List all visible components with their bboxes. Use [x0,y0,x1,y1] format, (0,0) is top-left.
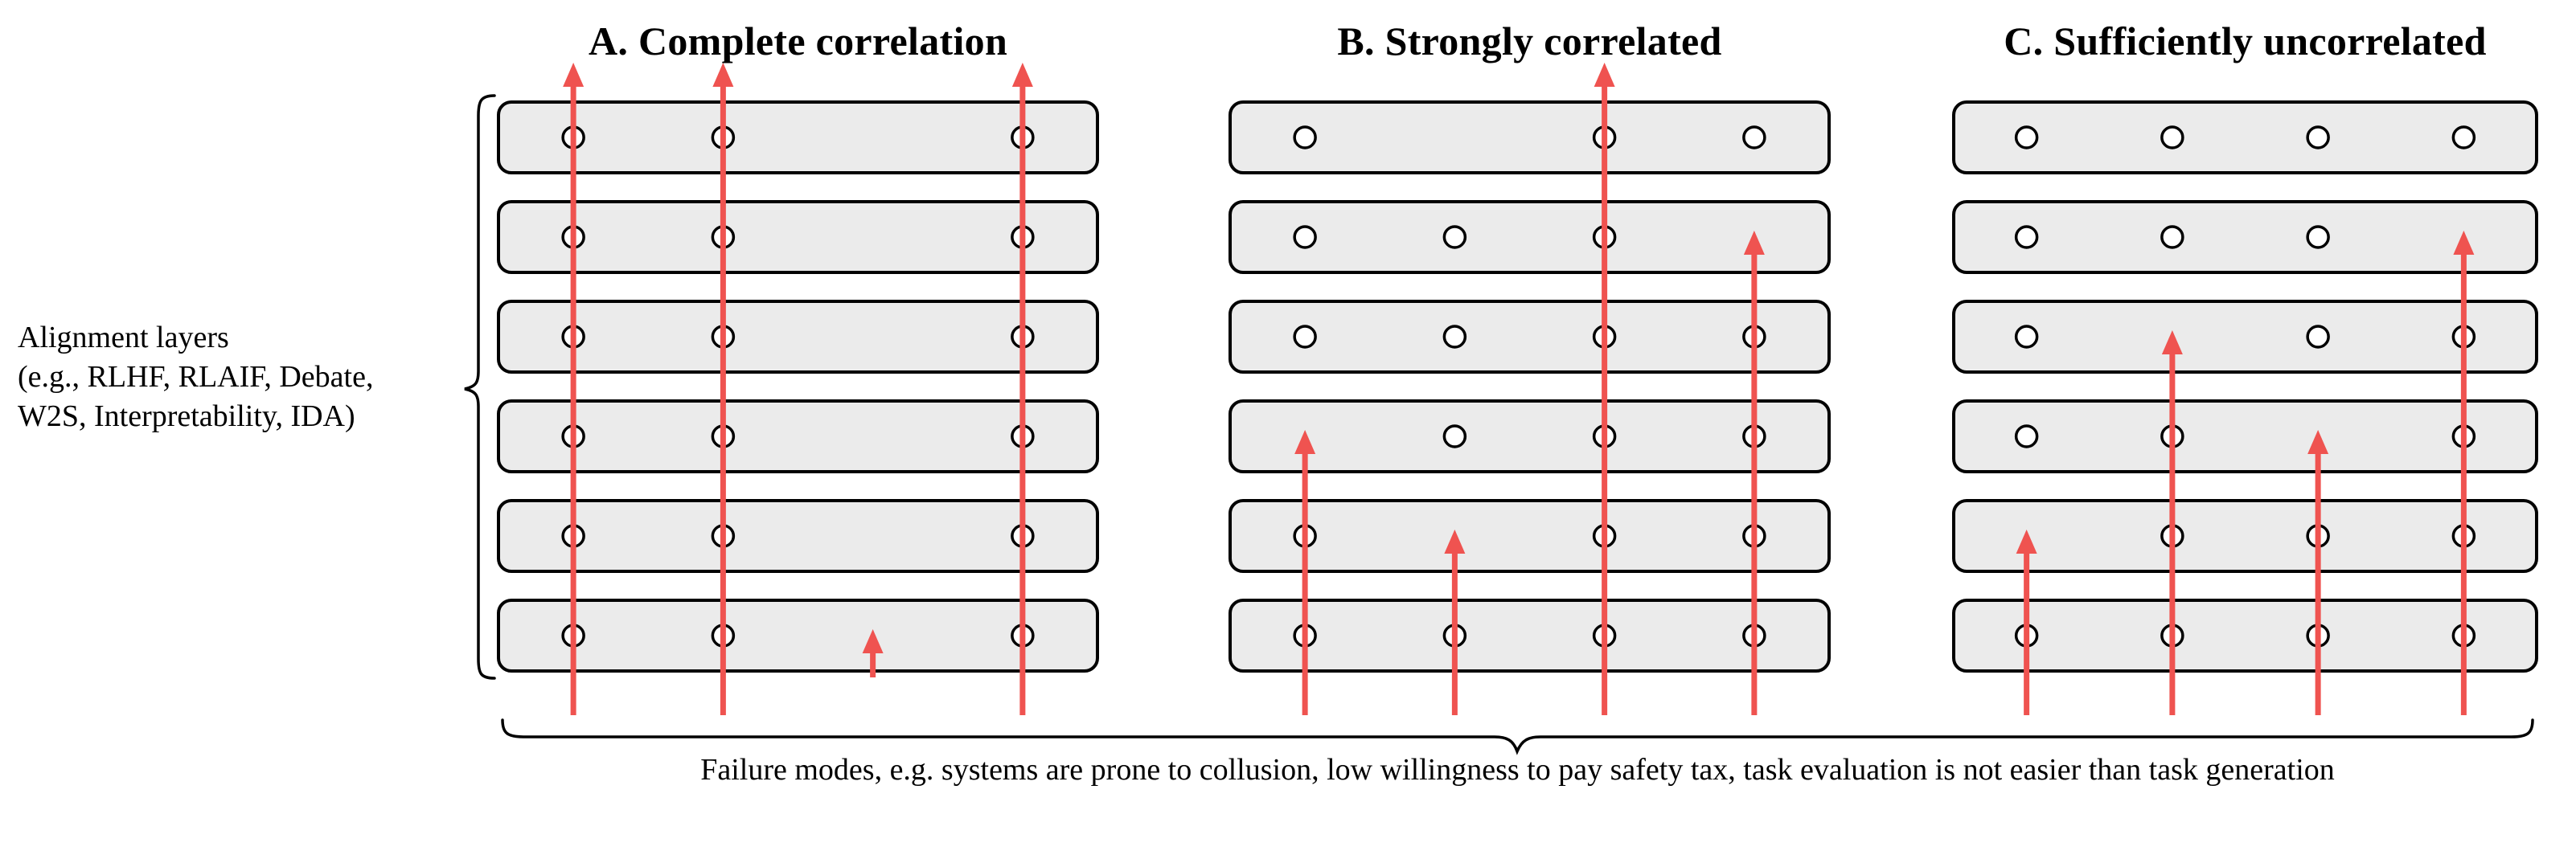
alignment-layer-box [497,599,1099,673]
interface-circle [2014,125,2039,149]
alignment-layer-box [1229,200,1831,274]
alignment-layers-label-line3: W2S, Interpretability, IDA) [18,399,355,433]
interface-circle [1293,225,1317,249]
alignment-layers-label-line1: Alignment layers [18,321,229,354]
alignment-layer-box [1952,399,2538,473]
alignment-layer-box [497,200,1099,274]
interface-circle [1293,125,1317,149]
alignment-layer-box [1229,499,1831,573]
interface-circle [1293,325,1317,349]
left-curly-brace [464,94,496,680]
failure-mode-arrowhead [2161,330,2183,354]
panel-a-title: A. Complete correlation [588,18,1008,63]
alignment-layers-label: Alignment layers (e.g., RLHF, RLAIF, Deb… [18,318,373,436]
interface-circle [2451,125,2476,149]
interface-circle [2014,325,2039,349]
alignment-layer-box [497,300,1099,374]
interface-circle [1742,125,1766,149]
failure-modes-caption: Failure modes, e.g. systems are prone to… [700,753,2335,787]
alignment-layer-box [1952,200,2538,274]
interface-circle [2014,225,2039,249]
alignment-layer-box [1229,300,1831,374]
bottom-curly-brace [501,718,2534,755]
interface-circle [1442,225,1467,249]
alignment-layer-box [1952,300,2538,374]
panel-c-title: C. Sufficiently uncorrelated [2004,18,2487,63]
failure-mode-arrowhead [712,63,734,87]
panel-b-title: B. Strongly correlated [1337,18,1722,63]
failure-mode-arrowhead [1444,530,1466,554]
alignment-layer-box [1229,399,1831,473]
interface-circle [2160,225,2184,249]
alignment-layer-box [1952,499,2538,573]
failure-mode-arrowhead [2016,530,2037,554]
alignment-layer-box [1952,599,2538,673]
alignment-layer-box [497,100,1099,174]
alignment-layer-box [1229,100,1831,174]
alignment-layers-label-line2: (e.g., RLHF, RLAIF, Debate, [18,360,374,394]
alignment-layer-box [497,499,1099,573]
failure-mode-arrowhead [862,629,884,653]
alignment-layer-box [1952,100,2538,174]
interface-circle [2306,225,2330,249]
interface-circle [2306,325,2330,349]
alignment-layer-box [1229,599,1831,673]
alignment-layer-box [497,399,1099,473]
failure-mode-arrowhead [2453,231,2475,255]
interface-circle [2160,125,2184,149]
interface-circle [2306,125,2330,149]
failure-mode-arrowhead [2307,430,2329,454]
failure-mode-arrowhead [1294,430,1316,454]
failure-mode-arrowhead [1594,63,1615,87]
failure-mode-arrowhead [1743,231,1765,255]
failure-mode-arrowhead [1011,63,1033,87]
failure-mode-arrowhead [563,63,585,87]
interface-circle [1442,325,1467,349]
interface-circle [2014,424,2039,448]
interface-circle [1442,424,1467,448]
